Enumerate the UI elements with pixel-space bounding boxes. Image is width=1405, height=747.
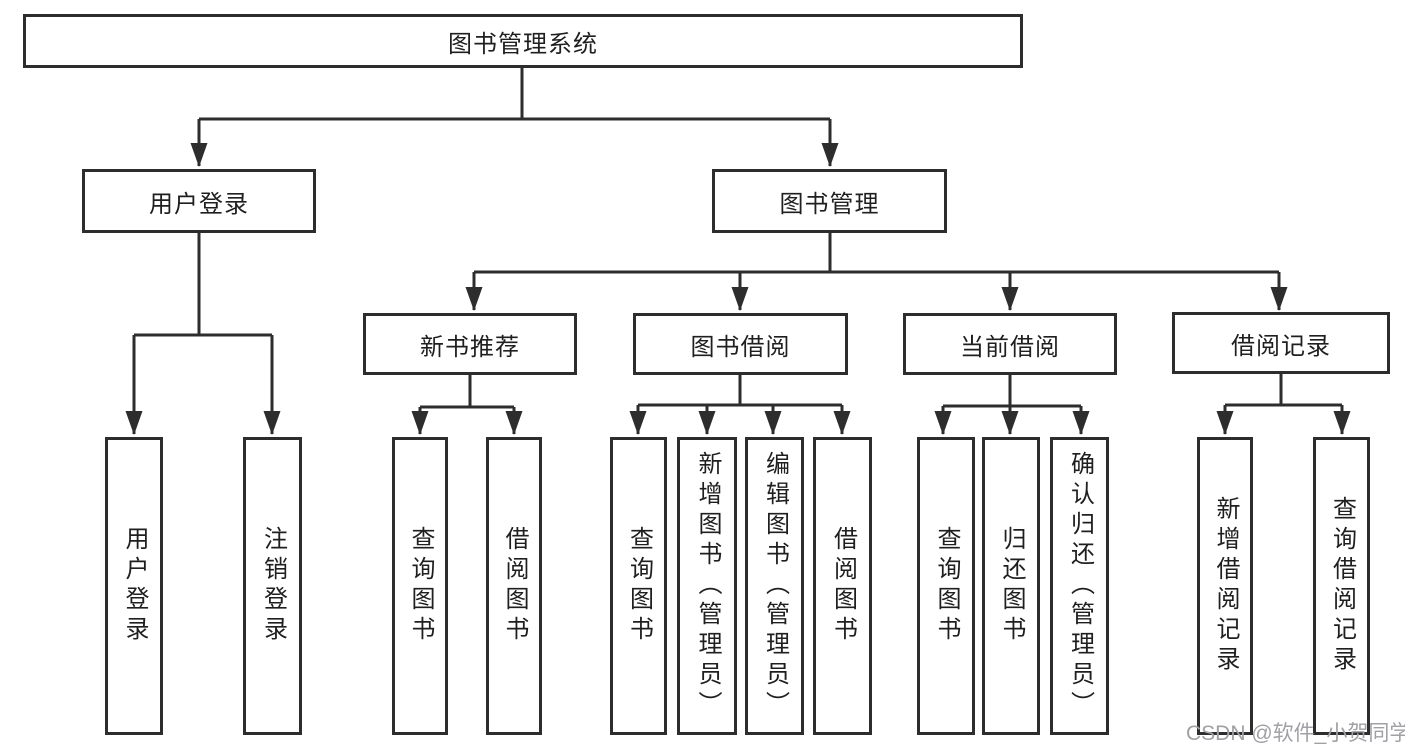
- node-library-management-system: 图书管理系统: [23, 14, 1023, 68]
- node-current-borrowing: 当前借阅: [903, 313, 1117, 375]
- leaf-user-login: 用户登录: [105, 437, 163, 735]
- leaf-edit-books-admin: 编辑图书（管理员）: [745, 437, 804, 735]
- leaf-add-books-admin: 新增图书（管理员）: [677, 437, 737, 735]
- node-book-management: 图书管理: [712, 169, 947, 233]
- node-book-borrowing: 图书借阅: [633, 313, 848, 375]
- leaf-query-books-recommend: 查询图书: [392, 437, 448, 735]
- leaf-query-borrow-record: 查询借阅记录: [1313, 437, 1370, 735]
- leaf-add-borrow-record: 新增借阅记录: [1197, 437, 1253, 735]
- leaf-borrow-books-recommend: 借阅图书: [486, 437, 542, 735]
- leaf-query-books-borrow: 查询图书: [610, 437, 667, 735]
- leaf-query-books-current: 查询图书: [917, 437, 975, 735]
- leaf-confirm-return-admin: 确认归还（管理员）: [1050, 437, 1109, 735]
- leaf-borrow-books: 借阅图书: [813, 437, 872, 735]
- leaf-return-books: 归还图书: [982, 437, 1040, 735]
- csdn-watermark: CSDN @软件_小贺同学: [1186, 722, 1405, 745]
- node-new-book-recommendation: 新书推荐: [363, 313, 577, 375]
- leaf-logout: 注销登录: [243, 437, 302, 735]
- node-borrowing-records: 借阅记录: [1172, 312, 1390, 374]
- node-user-login: 用户登录: [82, 169, 316, 233]
